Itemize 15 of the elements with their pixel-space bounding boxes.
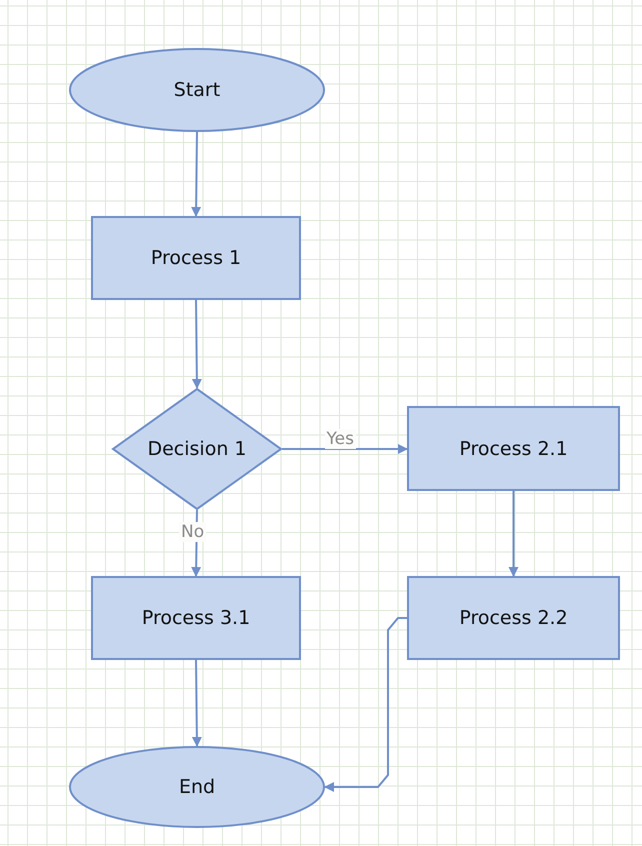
arrow [192,660,202,747]
arrow [324,617,407,792]
node-label: End [178,776,216,798]
node-label: Process 3.1 [142,607,250,629]
node-label: Process 2.1 [459,438,568,460]
node-label: Start [174,79,220,101]
arrow [191,132,202,217]
edge-label: Yes [324,429,356,449]
arrow [508,491,518,577]
edge-label: No [179,522,206,542]
node-label: Process 2.2 [459,607,568,629]
node-label: Decision 1 [147,438,247,460]
node-label: Process 1 [150,247,242,269]
arrow [282,444,408,454]
arrow [192,300,202,389]
